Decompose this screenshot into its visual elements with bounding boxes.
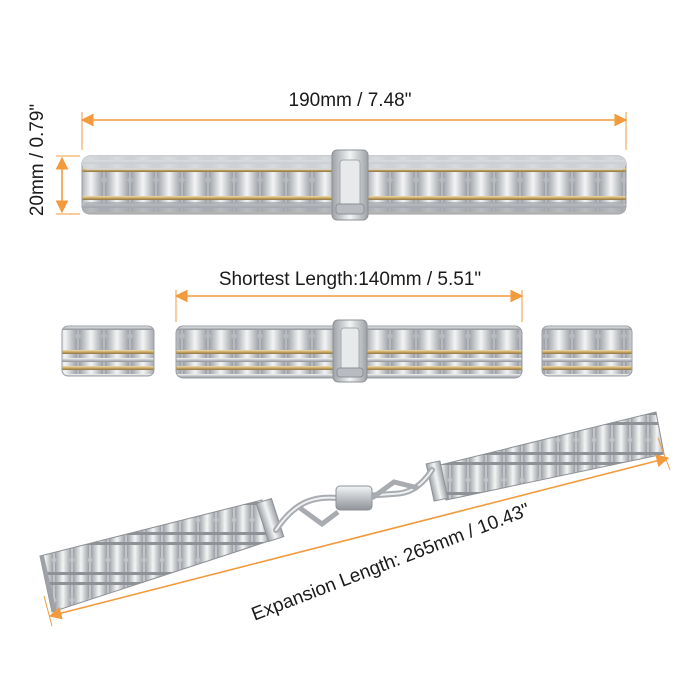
clasp-open xyxy=(273,467,435,533)
expansion-dimension-line xyxy=(48,454,670,620)
length-label: 190mm / 7.48" xyxy=(288,90,412,111)
clasp-middle xyxy=(332,319,368,383)
shortest-length-label: Shortest Length:140mm / 5.51" xyxy=(218,269,482,290)
removed-links-right xyxy=(541,325,633,377)
band-top xyxy=(81,149,627,221)
width-label: 20mm / 0.79" xyxy=(27,103,48,217)
expansion-tick-left xyxy=(43,595,53,627)
clasp-top xyxy=(331,149,369,221)
expansion-tick-right xyxy=(657,437,671,471)
removed-links-left xyxy=(61,325,155,377)
band-shortened xyxy=(175,319,523,383)
